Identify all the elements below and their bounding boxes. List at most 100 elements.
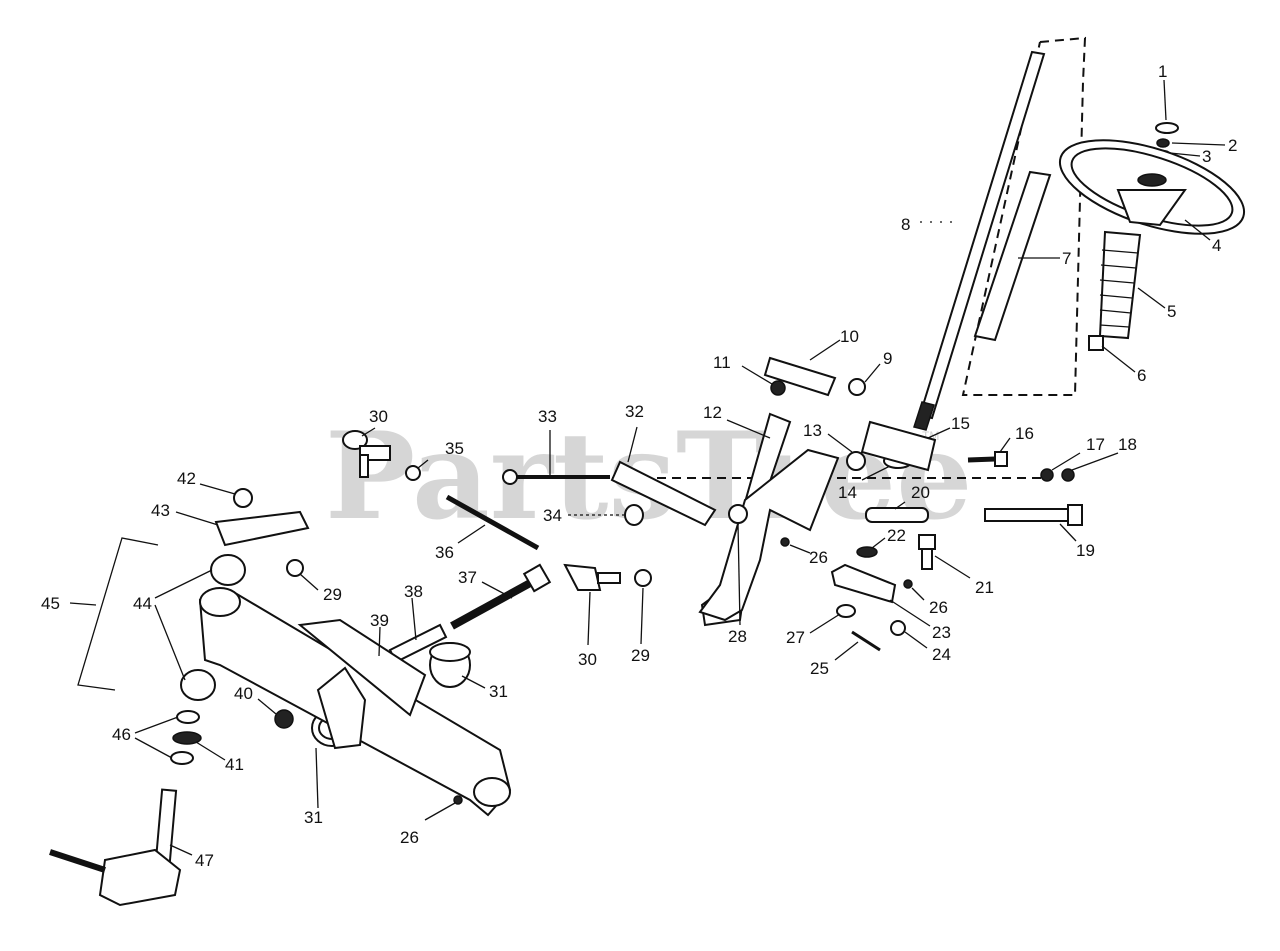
label-26b: 26 [929,598,948,617]
front-axle[interactable] [198,587,512,817]
label-26a: 26 [809,548,828,567]
label-32: 32 [625,402,644,421]
part-31-bushing-a[interactable] [429,642,471,688]
label-30a: 30 [369,407,388,426]
part-23-link-plate[interactable] [830,563,897,604]
label-14: 14 [838,483,857,502]
label-47: 47 [195,851,214,870]
label-31a: 31 [489,682,508,701]
label-5: 5 [1167,302,1176,321]
label-41: 41 [225,755,244,774]
label-46: 46 [112,725,131,744]
label-15: 15 [951,414,970,433]
part-22-washer[interactable] [856,546,878,558]
label-43: 43 [151,501,170,520]
part-46-washer-b[interactable] [170,751,194,765]
bracket-45 [77,537,159,691]
label-30b: 30 [578,650,597,669]
part-28-pitman-arm[interactable] [698,448,840,622]
part-35-nut[interactable] [405,465,421,481]
label-16: 16 [1015,424,1034,443]
label-44: 44 [133,594,152,613]
part-36-threaded-rod[interactable] [445,494,540,551]
label-40: 40 [234,684,253,703]
part-44-spacer-b[interactable] [180,669,216,701]
label-2: 2 [1228,136,1237,155]
part-26-fitting-b[interactable] [903,579,913,589]
part-43-plate[interactable] [214,510,310,547]
part-6-bushing[interactable] [1088,335,1104,351]
part-29-nut-a[interactable] [286,559,304,577]
label-42: 42 [177,469,196,488]
part-30-ball-joint-a[interactable] [342,430,391,478]
label-29b: 29 [631,646,650,665]
part-19-long-bolt[interactable] [984,504,1083,526]
part-37-axle-bolt[interactable] [450,563,552,630]
label-33: 33 [538,407,557,426]
label-26c: 26 [400,828,419,847]
part-10-plate[interactable] [763,356,837,397]
label-19: 19 [1076,541,1095,560]
label-34: 34 [543,506,562,525]
part-29-nut-b[interactable] [634,569,652,587]
part-18-nut[interactable] [1061,468,1075,482]
part-21-shoulder-bolt[interactable] [918,534,936,570]
label-29a: 29 [323,585,342,604]
label-25: 25 [810,659,829,678]
part-5-steering-boot[interactable] [1098,230,1142,340]
part-26-fitting-c[interactable] [453,795,463,805]
part-30-ball-joint-b[interactable] [563,563,621,591]
label-27: 27 [786,628,805,647]
label-20: 20 [911,483,930,502]
part-42-nut[interactable] [233,488,253,508]
label-9: 9 [883,349,892,368]
part-17-nut[interactable] [1040,468,1054,482]
part-34-bushing[interactable] [624,504,644,526]
part-24-nut[interactable] [890,620,906,636]
label-11: 11 [713,353,731,372]
label-1: 1 [1158,62,1167,81]
part-8-steering-shaft[interactable] [913,50,1046,431]
part-41-bearing[interactable] [172,731,202,745]
part-33-tie-rod[interactable] [502,469,610,485]
part-47-spindle[interactable] [49,788,182,907]
part-20-pin[interactable] [865,507,929,523]
part-11-nut[interactable] [770,380,786,396]
label-18: 18 [1118,435,1137,454]
callout-labels: 1 2 3 4 5 6 7 8 9 10 11 12 13 14 15 16 1… [41,62,1237,870]
label-24: 24 [932,645,951,664]
part-13-bushing[interactable] [846,451,866,471]
label-13: 13 [803,421,822,440]
label-35: 35 [445,439,464,458]
label-22: 22 [887,526,906,545]
label-23: 23 [932,623,951,642]
part-7-column-tube[interactable] [973,170,1052,342]
part-27-washer[interactable] [836,604,856,618]
label-17: 17 [1086,435,1105,454]
part-15-pivot-block[interactable] [860,420,937,472]
label-21: 21 [975,578,994,597]
part-16-bolt[interactable] [967,451,1008,467]
label-4: 4 [1212,236,1221,255]
part-25-cotter-pin[interactable] [851,630,881,652]
label-10: 10 [840,327,859,346]
part-9-washer[interactable] [848,378,866,396]
label-36: 36 [435,543,454,562]
label-37: 37 [458,568,477,587]
label-38: 38 [404,582,423,601]
part-44-spacer-a[interactable] [210,554,246,586]
label-12: 12 [703,403,722,422]
part-4-steering-wheel[interactable] [1049,121,1255,253]
part-40-nut[interactable] [274,709,294,729]
part-28-hole [728,504,748,524]
leader-lines [69,79,1226,856]
label-31b: 31 [304,808,323,827]
part-26-fitting-a[interactable] [780,537,790,547]
label-45: 45 [41,594,60,613]
part-46-washer-a[interactable] [176,710,200,724]
label-8: 8 [901,215,910,234]
part-1-cap[interactable] [1155,122,1179,134]
part-32-drag-link[interactable] [610,460,717,527]
part-2-nut[interactable] [1156,138,1170,148]
label-7: 7 [1062,249,1071,268]
